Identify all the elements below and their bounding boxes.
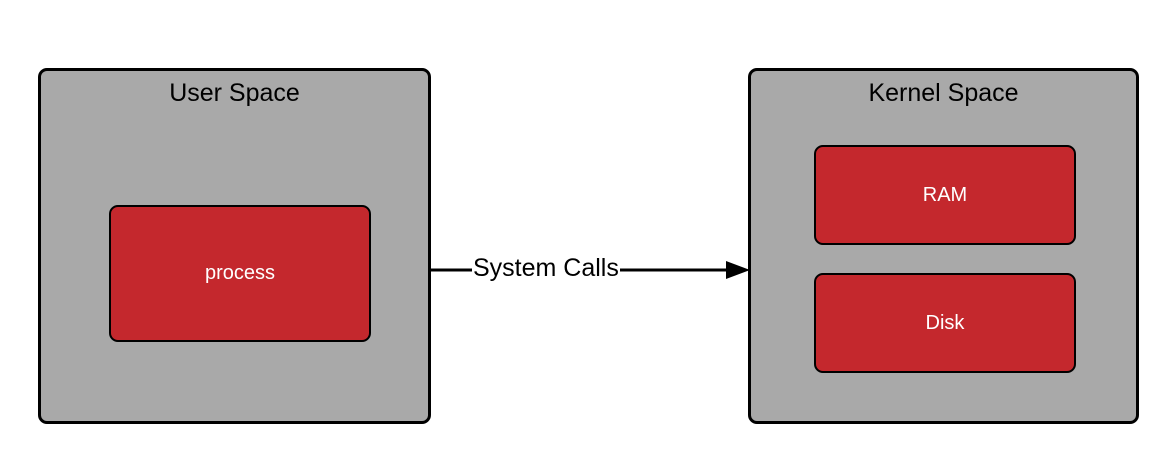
disk-label: Disk bbox=[925, 311, 965, 334]
process-block: process bbox=[109, 205, 371, 342]
process-label: process bbox=[204, 262, 276, 284]
disk-block: Disk bbox=[814, 273, 1076, 373]
arrowhead-icon bbox=[726, 261, 750, 279]
kernel-space-title: Kernel Space bbox=[868, 79, 1019, 107]
system-calls-label: System Calls bbox=[472, 253, 620, 283]
user-space-container: User Space process bbox=[38, 68, 431, 424]
ram-block: RAM bbox=[814, 145, 1076, 245]
ram-label: RAM bbox=[922, 183, 968, 206]
user-space-title: User Space bbox=[169, 79, 300, 107]
kernel-space-container: Kernel Space RAM Disk bbox=[748, 68, 1139, 424]
